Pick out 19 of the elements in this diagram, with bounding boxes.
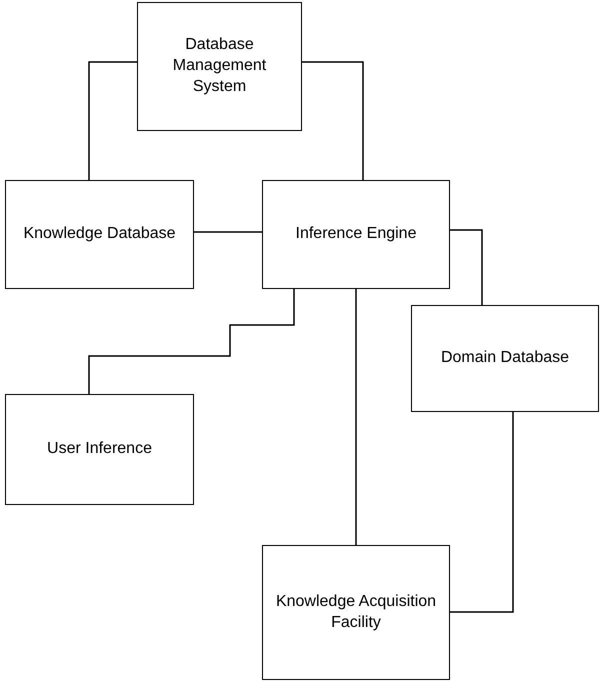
connector-line xyxy=(302,61,364,180)
connector-line xyxy=(450,412,514,613)
box-label: Inference Engine xyxy=(296,224,416,244)
connector-line xyxy=(88,289,295,394)
process-box xyxy=(137,2,302,131)
process-box xyxy=(5,394,194,505)
box-label: Knowledge Acquisition Facility xyxy=(274,592,438,632)
connector-line xyxy=(88,61,137,180)
process-box xyxy=(5,180,194,289)
box-label: User Inference xyxy=(47,439,152,460)
box-label: Knowledge Database xyxy=(23,224,176,244)
connector-line xyxy=(355,289,357,545)
connector-line xyxy=(194,231,262,233)
box-label: Database Management System xyxy=(172,35,268,97)
process-box xyxy=(262,180,450,289)
process-box xyxy=(262,545,450,680)
process-box xyxy=(411,305,599,412)
connector-line xyxy=(450,229,483,305)
box-label: Domain Database xyxy=(440,348,570,368)
